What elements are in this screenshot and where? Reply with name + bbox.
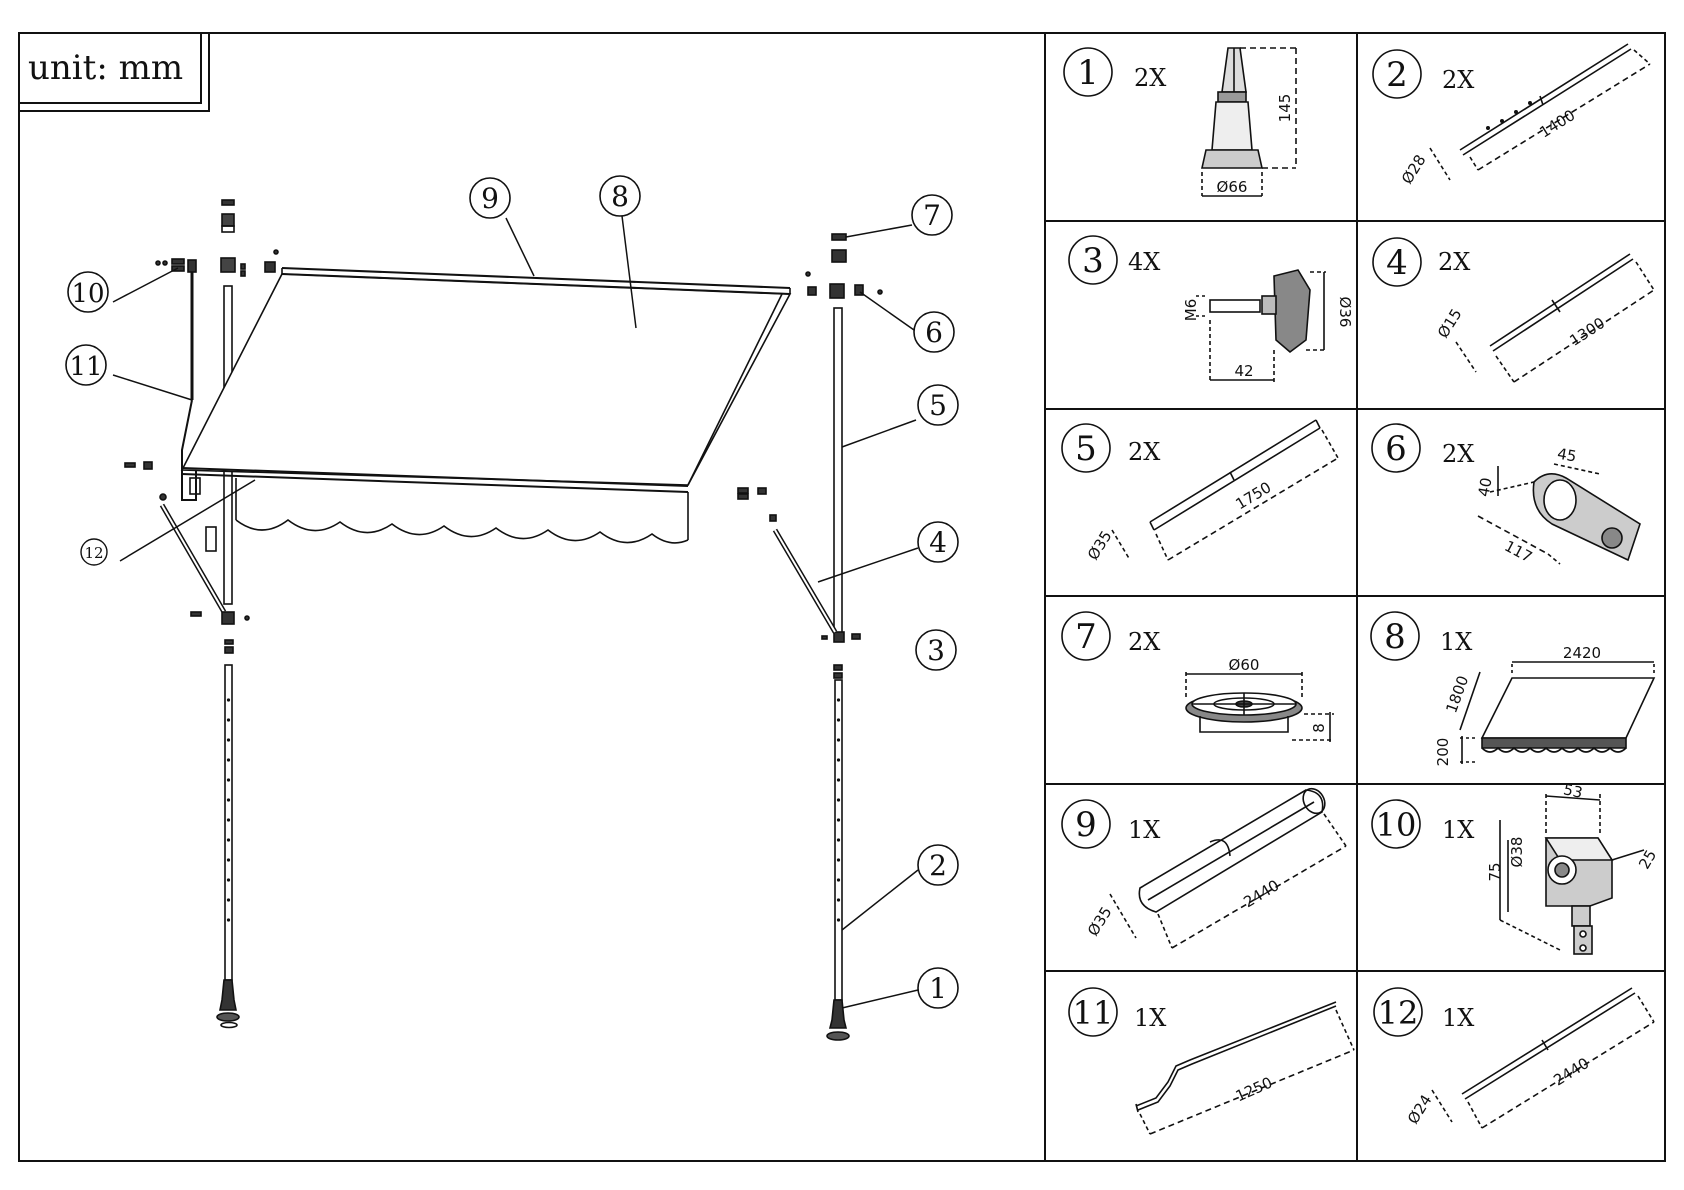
svg-text:3: 3 <box>1082 241 1104 281</box>
svg-text:1: 1 <box>1077 53 1099 93</box>
svg-text:12: 12 <box>84 544 103 562</box>
exploded-view <box>112 199 919 1041</box>
svg-text:1300: 1300 <box>1566 314 1608 350</box>
part-cell-6: 6 2X 45 40 117 <box>1371 423 1641 566</box>
svg-text:1: 1 <box>929 972 947 1005</box>
svg-text:3: 3 <box>927 634 945 667</box>
svg-text:1250: 1250 <box>1233 1073 1275 1105</box>
svg-text:6: 6 <box>1385 429 1407 469</box>
svg-text:Ø66: Ø66 <box>1217 178 1248 196</box>
svg-text:12: 12 <box>1378 994 1419 1032</box>
part-cell-4: 4 2X 1300 Ø15 <box>1372 237 1655 383</box>
svg-text:7: 7 <box>923 199 941 232</box>
svg-text:4: 4 <box>929 526 947 559</box>
svg-text:M6: M6 <box>1182 299 1200 322</box>
svg-text:2440: 2440 <box>1240 876 1282 911</box>
svg-text:10: 10 <box>71 279 104 309</box>
part-cell-8: 8 1X 2420 1800 200 <box>1370 611 1656 767</box>
svg-text:6: 6 <box>925 316 943 349</box>
callout-1: 1 <box>917 967 959 1009</box>
part-cell-2: 2 2X 1400 Ø28 <box>1372 43 1651 187</box>
svg-text:10: 10 <box>1376 806 1417 844</box>
callout-10: 10 <box>67 271 109 313</box>
svg-text:2X: 2X <box>1438 248 1470 276</box>
callout-4: 4 <box>917 521 959 563</box>
svg-text:2440: 2440 <box>1550 1054 1592 1090</box>
part-cell-1: 1 2X 145 Ø66 <box>1063 47 1297 197</box>
svg-text:2: 2 <box>1386 55 1408 95</box>
callout-6: 6 <box>913 311 955 353</box>
svg-text:9: 9 <box>1075 805 1097 845</box>
svg-text:Ø15: Ø15 <box>1434 305 1466 341</box>
right-upper-post <box>833 307 843 634</box>
svg-text:1400: 1400 <box>1536 106 1578 142</box>
svg-text:1X: 1X <box>1442 816 1474 844</box>
svg-text:2X: 2X <box>1128 628 1160 656</box>
svg-text:11: 11 <box>69 352 102 382</box>
callout-2: 2 <box>917 844 959 886</box>
part-cell-10: 10 1X 53 Ø38 75 25 <box>1371 780 1660 955</box>
svg-text:1X: 1X <box>1134 1004 1166 1032</box>
svg-text:5: 5 <box>1075 429 1097 469</box>
svg-text:2X: 2X <box>1128 438 1160 466</box>
svg-text:42: 42 <box>1234 362 1253 380</box>
svg-text:8: 8 <box>611 180 629 213</box>
svg-text:2X: 2X <box>1134 64 1166 92</box>
left-lower-post <box>224 664 233 981</box>
svg-text:7: 7 <box>1075 617 1097 657</box>
svg-text:5: 5 <box>929 389 947 422</box>
svg-text:25: 25 <box>1635 847 1660 873</box>
svg-text:Ø35: Ø35 <box>1084 903 1116 939</box>
svg-text:Ø28: Ø28 <box>1398 151 1430 187</box>
assembly-callouts: 10 11 12 9 8 7 6 5 4 3 2 1 <box>65 175 959 1009</box>
svg-text:4X: 4X <box>1128 248 1160 276</box>
callout-11: 11 <box>65 344 107 386</box>
unit-label: unit: mm <box>18 32 202 104</box>
svg-text:40: 40 <box>1475 476 1496 498</box>
svg-text:2420: 2420 <box>1563 644 1601 662</box>
svg-text:9: 9 <box>481 182 499 215</box>
svg-text:4: 4 <box>1386 243 1408 283</box>
svg-text:75: 75 <box>1486 862 1504 881</box>
callout-9: 9 <box>469 177 511 219</box>
svg-text:Ø35: Ø35 <box>1084 527 1116 563</box>
svg-text:45: 45 <box>1556 445 1578 466</box>
svg-text:Ø36: Ø36 <box>1336 297 1354 328</box>
callout-5: 5 <box>917 384 959 426</box>
svg-text:2: 2 <box>929 849 947 882</box>
svg-text:117: 117 <box>1501 537 1535 566</box>
svg-text:53: 53 <box>1562 780 1584 802</box>
svg-text:1X: 1X <box>1440 628 1472 656</box>
part-cell-3: 3 4X M6 Ø36 42 <box>1068 235 1354 382</box>
unit-box: unit: mm <box>18 32 210 112</box>
part-cell-12: 12 1X 2440 Ø24 <box>1373 987 1655 1129</box>
callout-3: 3 <box>915 629 957 671</box>
part-cell-11: 11 1X 1250 <box>1068 987 1355 1135</box>
svg-text:8: 8 <box>1310 723 1328 733</box>
part-cell-5: 5 2X 1750 Ø35 <box>1061 419 1339 563</box>
part-cell-7: 7 2X Ø60 8 <box>1061 611 1334 742</box>
svg-text:2X: 2X <box>1442 66 1474 94</box>
svg-text:8: 8 <box>1384 617 1406 657</box>
callout-12: 12 <box>80 538 108 566</box>
callout-8: 8 <box>599 175 641 217</box>
svg-text:200: 200 <box>1434 738 1452 767</box>
svg-text:1X: 1X <box>1128 816 1160 844</box>
callout-7: 7 <box>911 194 953 236</box>
svg-text:1X: 1X <box>1442 1004 1474 1032</box>
svg-text:11: 11 <box>1073 994 1114 1032</box>
parts-grid <box>1044 32 1666 1162</box>
svg-text:145: 145 <box>1276 94 1294 123</box>
svg-text:Ø24: Ø24 <box>1404 1091 1436 1127</box>
svg-text:Ø38: Ø38 <box>1508 837 1526 868</box>
part-cell-9: 9 1X 2440 Ø35 <box>1061 787 1347 949</box>
svg-text:2X: 2X <box>1442 440 1474 468</box>
svg-text:Ø60: Ø60 <box>1229 656 1260 674</box>
